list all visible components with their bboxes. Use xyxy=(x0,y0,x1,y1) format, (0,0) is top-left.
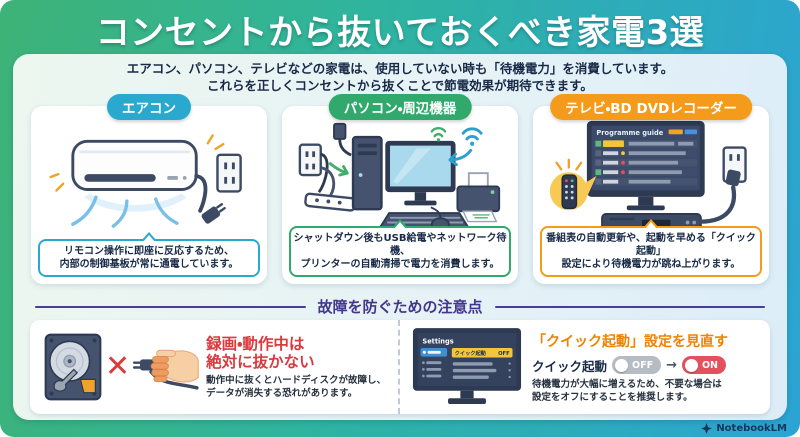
warning-title: 録画・動作中は 絶対に抜かない xyxy=(206,334,315,371)
toggle-off-knob xyxy=(615,358,629,372)
settings-tv-icon: Settings クイック起動 OFF xyxy=(412,328,522,404)
watermark: NotebookLM xyxy=(701,423,787,434)
toggle-on: ON xyxy=(681,356,727,374)
card-tv-label: テレビ・BD DVDレコーダー xyxy=(550,94,752,120)
card-pc-caption: シャットダウン後もUSB給電やネットワーク待機、 プリンターの自動清掃で電力を消… xyxy=(289,219,511,277)
card-aircon: エアコン xyxy=(31,94,267,284)
watermark-text: NotebookLM xyxy=(716,423,787,434)
toggle-label: クイック起動 xyxy=(532,358,608,374)
card-pc-label: パソコン・周辺機器 xyxy=(328,94,472,120)
pc-setup-illustration xyxy=(298,122,501,232)
divider-line-right xyxy=(494,305,766,308)
intro-text: エアコン、パソコン、テレビなどの家電は、使用していない時も「待機電力」を消費して… xyxy=(13,60,787,94)
quick-start-toggle-row: クイック起動 OFF → ON xyxy=(532,356,728,375)
quick-start-row-label: クイック起動 xyxy=(455,349,486,357)
toggle-on-knob xyxy=(684,358,698,372)
note-quick-start: Settings クイック起動 OFF 「クイック起動」設定を xyxy=(400,320,770,414)
programme-guide-title: Programme guide xyxy=(596,129,663,137)
intro-line-1: エアコン、パソコン、テレビなどの家電は、使用していない時も「待機電力」を消費して… xyxy=(126,61,674,76)
card-tv-caption: 番組表の自動更新や、起動を早める「クイック起動」 設定により待機電力が跳ね上がり… xyxy=(540,219,762,277)
notes-section-title: 故障を防ぐための注意点 xyxy=(317,298,483,316)
hard-disk-icon xyxy=(44,333,102,401)
arrow-right-icon: → xyxy=(666,357,677,373)
notes-box: ✕ 録画・動作中は xyxy=(30,320,770,414)
note-do-not-unplug: ✕ 録画・動作中は xyxy=(30,320,400,414)
x-mark-icon: ✕ xyxy=(105,349,131,384)
card-aircon-caption: リモコン操作に即座に反応するため、 内部の制御基板が常に通電しています。 xyxy=(38,232,260,277)
air-conditioner-illustration xyxy=(49,134,242,228)
intro-line-2: これらを正しくコンセントから抜くことで節電効果が期待できます。 xyxy=(207,78,593,93)
notes-section-header: 故障を防ぐための注意点 xyxy=(35,296,766,317)
notebooklm-logo-icon xyxy=(701,423,713,434)
content-panel: エアコン、パソコン、テレビなどの家電は、使用していない時も「待機電力」を消費して… xyxy=(13,54,787,420)
appliance-cards: エアコン xyxy=(31,94,769,284)
settings-screen-title: Settings xyxy=(422,337,453,345)
hand-pulling-plug-icon xyxy=(133,349,199,390)
warning-description: 動作中に抜くとハードディスクが故障し、 データが消失する恐れがあります。 xyxy=(206,374,386,399)
page-title: コンセントから抜いておくべき家電3選 xyxy=(95,13,705,53)
quick-start-row-value: OFF xyxy=(498,351,510,357)
tv-recorder-illustration: Programme guide xyxy=(549,120,747,232)
divider-line-left xyxy=(35,305,306,308)
card-aircon-label: エアコン xyxy=(107,94,191,120)
toggle-off: OFF xyxy=(612,356,662,374)
card-pc: パソコン・周辺機器 xyxy=(282,94,518,284)
quick-start-title: 「クイック起動」設定を見直す xyxy=(532,333,728,350)
remote-control-icon xyxy=(561,174,578,210)
quick-start-description: 待機電力が大幅に増えるため、不要な場合は 設定をオフにすることを推奨します。 xyxy=(532,378,722,403)
card-tv: テレビ・BD DVDレコーダー Programme guide xyxy=(533,94,769,284)
